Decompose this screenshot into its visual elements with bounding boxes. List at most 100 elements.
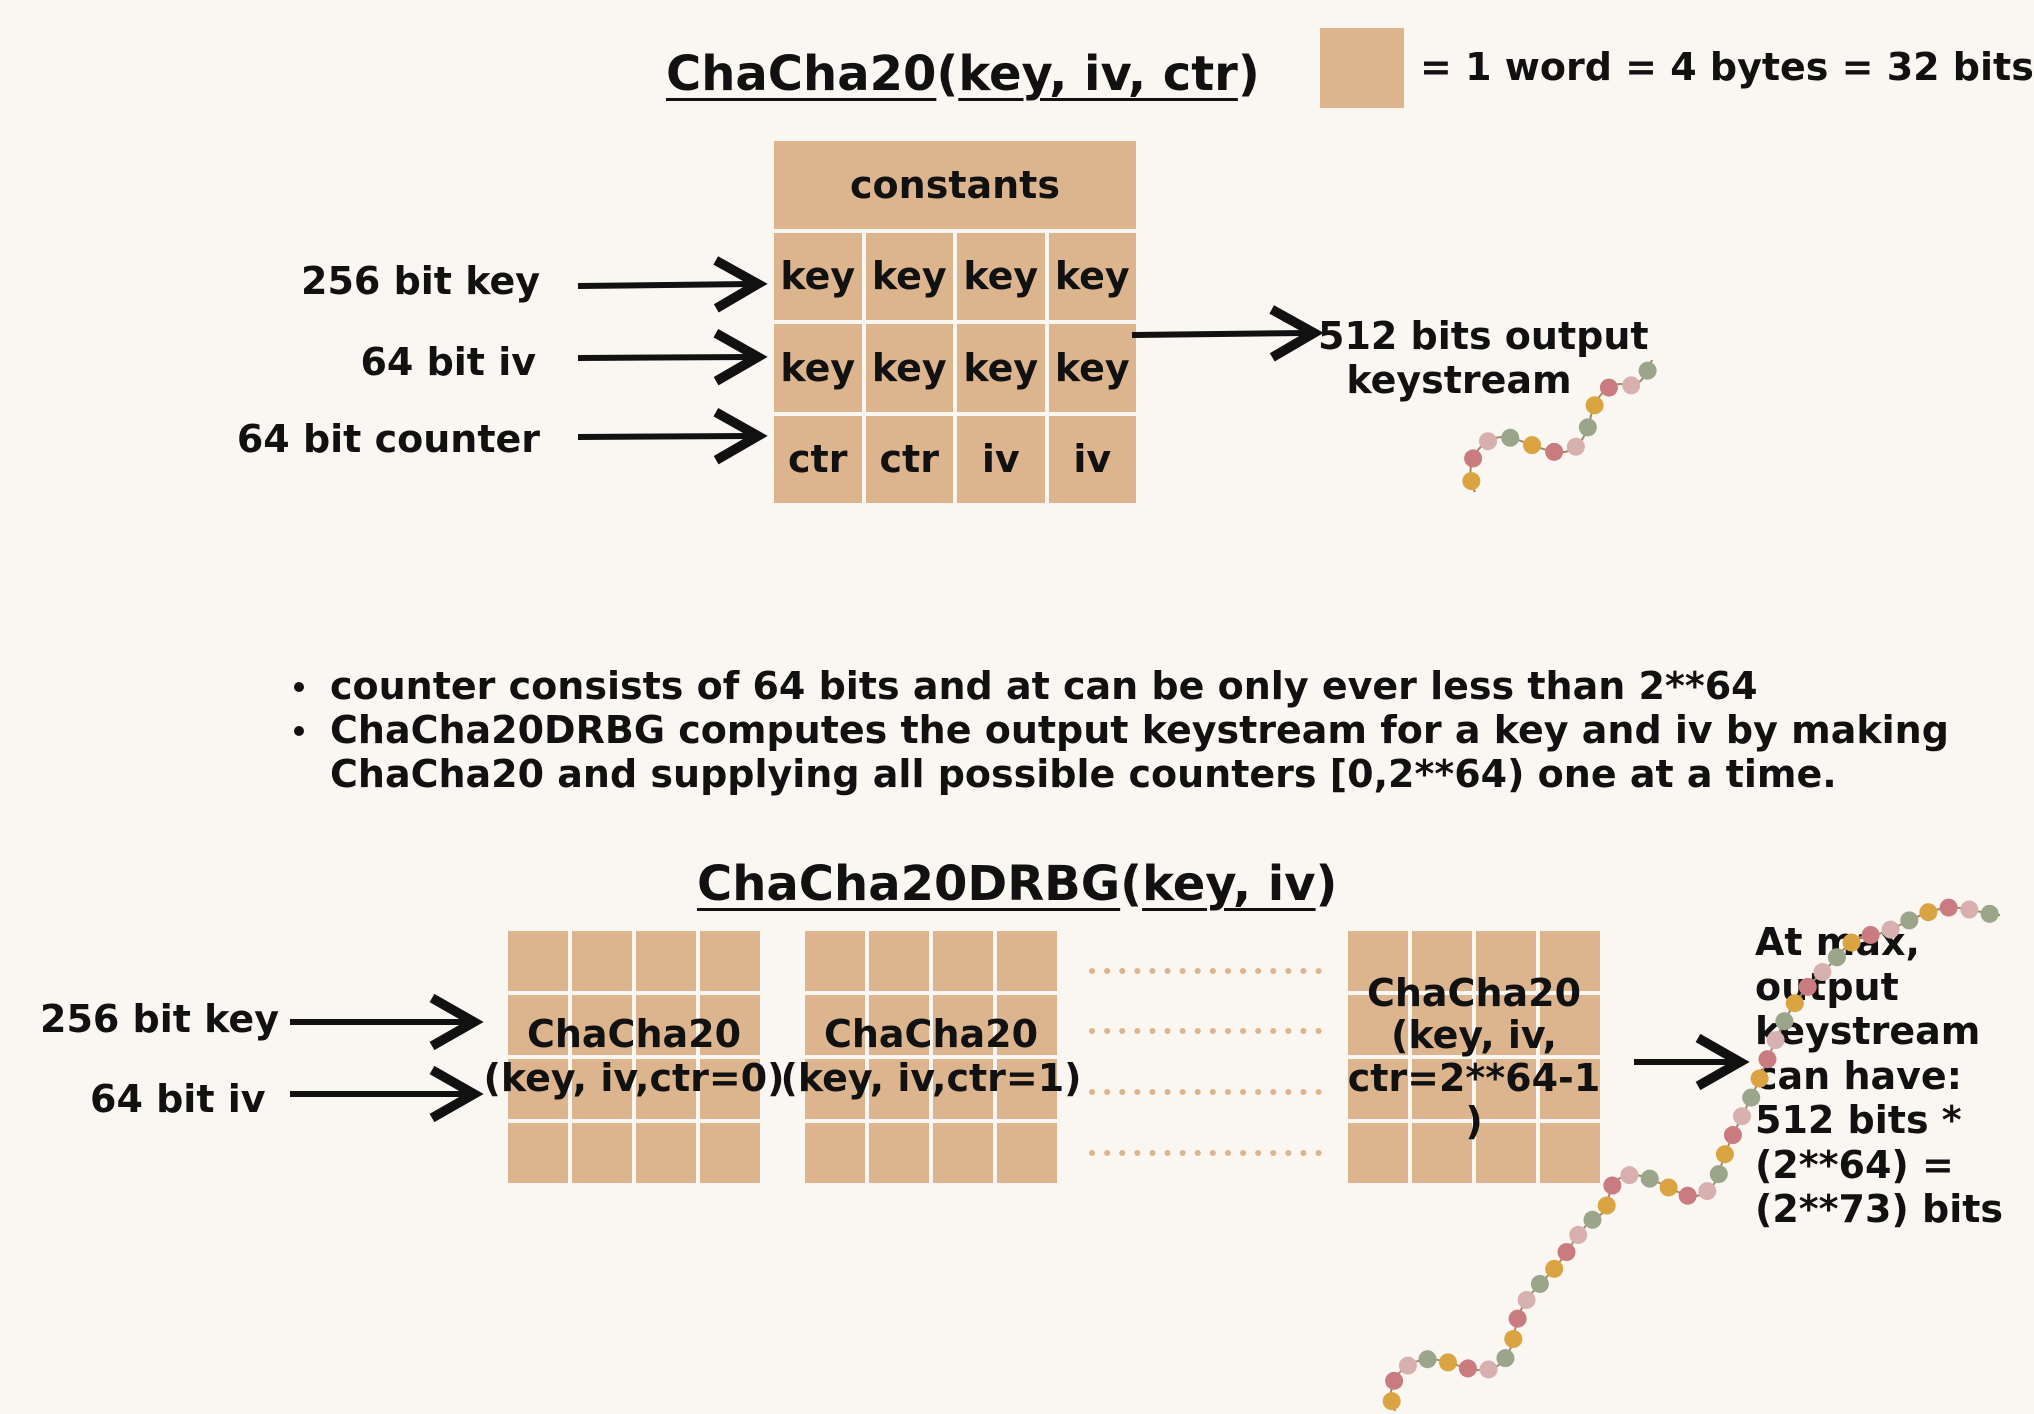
bead-icon [1517, 1290, 1536, 1309]
bead-icon [1597, 1196, 1616, 1215]
bead-icon [1385, 1371, 1404, 1390]
block-label: ChaCha20 (key, iv,ctr=0) [483, 931, 784, 1183]
chacha20-title-args: key, iv, ctr [958, 46, 1238, 102]
bead-icon [1508, 1309, 1527, 1328]
bead-icon [1478, 432, 1497, 451]
bead-icon [1569, 1225, 1588, 1244]
ctr-cell: ctr [774, 415, 862, 503]
bead-icon [1709, 1165, 1728, 1184]
key-cell: key [1048, 232, 1136, 320]
chacha20-block-ctr-last: ChaCha20 (key, iv, ctr=2**64-1 ) [1348, 931, 1600, 1183]
input-label-counter: 64 bit counter [236, 417, 540, 461]
note-line: ChaCha20 and supplying all possible coun… [330, 752, 1837, 796]
drbg-title: ChaCha20DRBG(key, iv) [697, 860, 1337, 908]
arrow-output-icon [1131, 305, 1324, 362]
bead-icon [1919, 903, 1938, 922]
max-output-text: At max, output keystream can have: 512 b… [1755, 920, 2003, 1232]
key-cell: key [1048, 324, 1136, 412]
block-label-line: ChaCha20 [823, 1012, 1039, 1057]
drbg-input-label-iv: 64 bit iv [90, 1077, 266, 1121]
bead-icon [1640, 1169, 1659, 1188]
bead-icon [1599, 378, 1618, 397]
key-cell: key [865, 324, 953, 412]
block-label: ChaCha20 (key, iv,ctr=1) [780, 931, 1081, 1183]
notes-list: counter consists of 64 bits and at can b… [294, 664, 1949, 796]
note-item: ChaCha20DRBG computes the output keystre… [294, 708, 1949, 796]
bead-icon [1723, 1126, 1742, 1145]
bead-icon [1732, 1107, 1751, 1126]
constants-cell: constants [774, 141, 1136, 229]
bead-icon [1578, 418, 1597, 437]
max-output-line: 512 bits * [1755, 1098, 1962, 1142]
bead-icon [1458, 1359, 1477, 1378]
output-label-line-2: keystream [1346, 358, 1572, 402]
block-label-line: (key, iv,ctr=0) [483, 1056, 785, 1100]
bead-icon [1960, 900, 1979, 919]
block-label-line: ctr=2**64-1 [1347, 1056, 1601, 1100]
arrow-counter-icon [577, 408, 768, 465]
bead-icon [1620, 1166, 1639, 1185]
bead-icon [1523, 436, 1542, 455]
max-output-line: can have: [1755, 1053, 1962, 1098]
arrow-key-icon [577, 256, 768, 313]
bead-icon [1530, 1274, 1549, 1293]
bead-icon [1418, 1350, 1437, 1369]
chacha20-block-ctr-1: ChaCha20 (key, iv,ctr=1) [780, 931, 1082, 1183]
bead-icon [1638, 361, 1657, 380]
bead-icon [1622, 376, 1641, 395]
drbg-title-paren-open: ( [1120, 856, 1143, 912]
iv-cell: iv [1048, 415, 1136, 503]
bead-icon [1715, 1145, 1734, 1164]
arrow-iv-icon [577, 329, 768, 386]
note-item: counter consists of 64 bits and at can b… [294, 664, 1949, 708]
drbg-title-name: ChaCha20DRBG [697, 856, 1121, 912]
chacha20-title: ChaCha20(key, iv, ctr) [666, 50, 1260, 98]
chacha20-title-paren-open: ( [936, 46, 959, 102]
output-label: 512 bits output keystream [1318, 314, 1649, 402]
bead-icon [1504, 1330, 1523, 1349]
bead-icon [1545, 442, 1564, 461]
ctr-cell: ctr [865, 415, 953, 503]
bead-icon [1398, 1356, 1417, 1375]
bead-icon [1583, 1210, 1602, 1229]
key-cell: key [774, 324, 862, 412]
chacha20-block-ctr-0: ChaCha20 (key, iv,ctr=0) [483, 931, 785, 1183]
input-label-key: 256 bit key [301, 259, 540, 303]
block-label-line: (key, iv,ctr=1) [780, 1056, 1082, 1100]
max-output-line: keystream [1755, 1009, 1981, 1053]
iv-cell: iv [957, 415, 1045, 503]
drbg-input-label-key: 256 bit key [40, 997, 279, 1041]
drbg-title-args: key, iv [1142, 856, 1316, 912]
drbg-title-paren-close: ) [1315, 856, 1338, 912]
bead-icon [1566, 437, 1585, 456]
key-cell: key [957, 324, 1045, 412]
chacha20-state-grid: constants key key key key key key key ke… [774, 141, 1136, 503]
key-cell: key [865, 232, 953, 320]
block-label-line: ChaCha20 [1366, 970, 1582, 1015]
bead-icon [1545, 1259, 1564, 1278]
bullet-icon [294, 726, 304, 736]
key-cell: key [774, 232, 862, 320]
bead-icon [1678, 1186, 1697, 1205]
bullet-icon [294, 682, 304, 692]
ellipsis-dots-icon [1089, 968, 1333, 1156]
bead-icon [1464, 449, 1483, 468]
bead-icon [1382, 1392, 1401, 1411]
max-output-line: output [1755, 964, 1899, 1009]
block-label: ChaCha20 (key, iv, ctr=2**64-1 ) [1347, 931, 1601, 1183]
note-line: counter consists of 64 bits and at can b… [330, 664, 1758, 708]
bead-icon [1939, 898, 1958, 917]
note-line: ChaCha20DRBG computes the output keystre… [330, 708, 1949, 752]
bead-icon [1462, 472, 1481, 491]
input-label-iv: 64 bit iv [360, 340, 536, 384]
bead-icon [1501, 428, 1520, 447]
bead-icon [1438, 1353, 1457, 1372]
key-cell: key [957, 232, 1045, 320]
word-legend-text: = 1 word = 4 bytes = 32 bits [1420, 45, 2034, 89]
max-output-line: (2**73) bits [1755, 1187, 2004, 1231]
chacha20-title-name: ChaCha20 [666, 46, 937, 102]
bead-icon [1659, 1178, 1678, 1197]
max-output-line: (2**64) = [1755, 1142, 1954, 1187]
block-label-line: (key, iv, [1390, 1013, 1557, 1058]
word-legend-swatch [1320, 28, 1404, 108]
